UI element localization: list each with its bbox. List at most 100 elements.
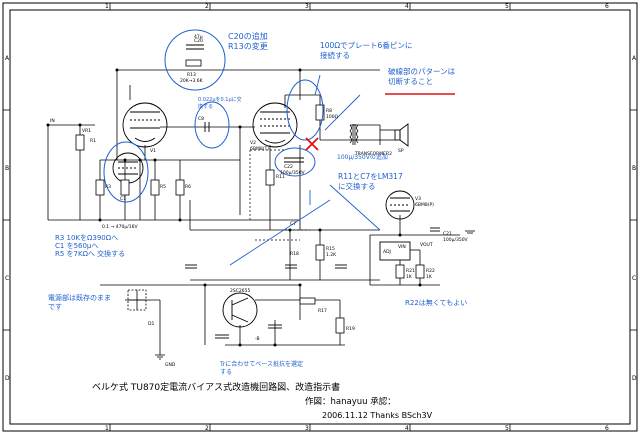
row-label: A bbox=[5, 55, 10, 62]
annotation-power: 電源部は既存のまま bbox=[48, 293, 111, 302]
col-label: 2 bbox=[205, 425, 209, 432]
col-label: 5 bbox=[505, 425, 509, 432]
col-label: 2 bbox=[205, 3, 209, 10]
d1-label: D1 bbox=[148, 321, 154, 327]
r3-label: R3 bbox=[105, 184, 111, 190]
in-label: IN bbox=[50, 118, 55, 124]
sp-label: SP bbox=[398, 148, 404, 154]
circuit-wires bbox=[47, 69, 460, 355]
tr-label: TRANSFORMER2 bbox=[354, 151, 392, 157]
c22-highlight-ellipse bbox=[274, 147, 316, 177]
row-label: B bbox=[5, 165, 9, 172]
title-text: ベルケ式 TU870定電流バイアス式改造機回路図、改造指示書 bbox=[92, 381, 340, 393]
annotation-plate-pin: 100Ωでプレート6番ピンに bbox=[320, 40, 412, 50]
title-block: ベルケ式 TU870定電流バイアス式改造機回路図、改造指示書 作図：hanayu… bbox=[92, 381, 433, 420]
c8-highlight-ellipse bbox=[194, 101, 230, 149]
c22-value: 100μ/350V bbox=[280, 170, 306, 176]
r15-value: 1.2K bbox=[326, 252, 337, 258]
annotation-circles bbox=[103, 29, 324, 203]
adj-label: ADJ bbox=[383, 249, 391, 255]
annotation-c8: 0.022μを0.1μに交 bbox=[198, 96, 242, 103]
r8-label: R8 bbox=[326, 108, 332, 114]
tube-v1 bbox=[122, 102, 168, 148]
r21-value: 1K bbox=[406, 274, 413, 280]
cut-cross-mark bbox=[305, 137, 319, 151]
v3-label: V3 bbox=[415, 196, 421, 202]
r17-label: R17 bbox=[318, 308, 327, 314]
annotation-power-2: です bbox=[48, 303, 62, 311]
author-text: 作図：hanayuu 承認： bbox=[305, 396, 396, 407]
col-label: 1 bbox=[105, 425, 109, 432]
row-label: C bbox=[5, 275, 9, 282]
v3-type-label: 6BM8(P) bbox=[415, 202, 434, 208]
r1-label: R1 bbox=[90, 138, 96, 144]
transistor-tr2 bbox=[222, 292, 258, 328]
r8-value: 100Ω bbox=[326, 114, 339, 120]
ground-symbols bbox=[155, 230, 475, 360]
r22-value: 1K bbox=[426, 274, 433, 280]
r5-label: R5 bbox=[160, 184, 166, 190]
annotation-c20: C20の追加 bbox=[228, 31, 268, 41]
annotation-c8-2: 換する bbox=[198, 103, 213, 110]
col-label: 4 bbox=[405, 425, 409, 432]
capacitors bbox=[185, 44, 440, 339]
annotation-cap-add: 100μ/350Vの追加 bbox=[337, 153, 388, 161]
cut-pattern-dashed bbox=[249, 149, 310, 241]
col-label: 5 bbox=[505, 3, 509, 10]
frame-row-labels: A B C D A B C D bbox=[5, 55, 637, 382]
annotation-lm317-2: に交換する bbox=[338, 181, 376, 191]
v1-label: V1 bbox=[150, 148, 156, 154]
gnd-label: GND bbox=[165, 362, 176, 368]
vin-label: VIN bbox=[398, 244, 406, 250]
r13-value: 20K→3.6K bbox=[180, 78, 204, 84]
r11-label: R11 bbox=[276, 174, 285, 180]
annotation-r22: R22は無くてもよい bbox=[405, 298, 467, 307]
bridge-rectifier bbox=[127, 289, 147, 311]
output-transformer bbox=[349, 124, 359, 145]
col-label: 4 bbox=[405, 3, 409, 10]
v1-lower-highlight-ellipse bbox=[103, 141, 149, 203]
col-label: 1 bbox=[105, 3, 109, 10]
annotation-r3: R3 10KをΩ390Ωへ bbox=[55, 234, 118, 242]
speaker-icon bbox=[394, 123, 409, 147]
annotation-r5: R5 を7KΩへ 交換する bbox=[55, 249, 125, 258]
v2-label: V2 bbox=[250, 140, 256, 146]
annotation-plate-pin-2: 接続する bbox=[320, 50, 350, 60]
lm317-regulator bbox=[379, 241, 411, 261]
frame-column-labels: 1 2 3 4 5 6 1 2 3 4 5 6 bbox=[105, 3, 609, 432]
r13-label: R13 bbox=[187, 72, 196, 78]
c1-label: C1 bbox=[120, 196, 126, 202]
col-label: 6 bbox=[605, 3, 609, 10]
col-label: 3 bbox=[305, 425, 309, 432]
annotation-arrows bbox=[229, 74, 381, 266]
tube-v3 bbox=[385, 190, 415, 220]
row-label: D bbox=[5, 375, 10, 382]
c22-label: C22 bbox=[284, 164, 293, 170]
r8-highlight-ellipse bbox=[286, 79, 324, 141]
r19-label: R19 bbox=[346, 326, 355, 332]
tr2-label: 2SC2655 bbox=[230, 288, 250, 294]
row-label: A bbox=[632, 55, 637, 62]
row-label: B bbox=[632, 165, 636, 172]
v2-type-label: 6BM8(T) bbox=[250, 146, 269, 152]
r18-label: R18 bbox=[290, 251, 299, 257]
row-label: C bbox=[632, 275, 636, 282]
row-label: D bbox=[632, 375, 637, 382]
component-labels: C20 47μ R13 20K→3.6K V1 VR1 IN R1 C1 R3 … bbox=[50, 34, 469, 368]
col-label: 6 bbox=[605, 425, 609, 432]
annotation-c1: C1 を560μへ bbox=[55, 242, 98, 250]
annotation-tr: Trに合わせてベース抵抗を選定 bbox=[219, 360, 303, 368]
r22-label: R22 bbox=[426, 268, 435, 274]
r6-label: R6 bbox=[185, 184, 191, 190]
tube-v2 bbox=[252, 102, 298, 148]
junction-dots bbox=[46, 68, 422, 347]
c20-value: 47μ bbox=[194, 34, 203, 40]
annotation-lm317: R11とC7をLM317 bbox=[338, 172, 403, 181]
vout-label: VOUT bbox=[420, 242, 433, 248]
r21-label: R21 bbox=[406, 268, 415, 274]
frame-ticks bbox=[3, 3, 637, 431]
annotation-tr-2: する bbox=[220, 369, 232, 376]
c21-value: 100μ/350V bbox=[443, 237, 469, 243]
